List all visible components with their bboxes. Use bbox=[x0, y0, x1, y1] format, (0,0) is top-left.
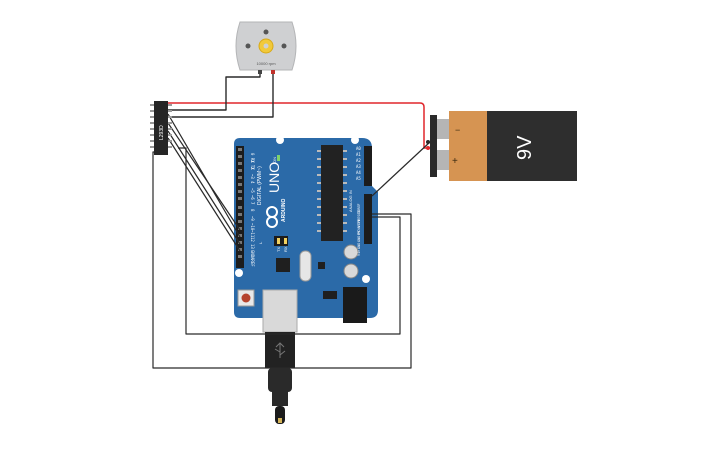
motor-driver-l293d[interactable]: L293D bbox=[150, 101, 172, 155]
digital-pin-labels: 0 RX 1 TX 2 ~3 4 ~5 ~6 7 8 ~9 ~10 ~11 12… bbox=[250, 153, 255, 267]
wire-red-vcc[interactable] bbox=[168, 102, 430, 149]
pin-label: 1 TX bbox=[250, 160, 255, 170]
wire-in2[interactable] bbox=[167, 122, 241, 231]
arduino-logo bbox=[266, 206, 278, 228]
wire-junction bbox=[426, 146, 430, 150]
battery-minus-sign: − bbox=[455, 125, 460, 135]
analog-header[interactable] bbox=[364, 146, 372, 186]
pin-label: A4 bbox=[356, 170, 361, 175]
on-led-label: ON bbox=[272, 157, 277, 163]
pin-label: 4 bbox=[250, 181, 255, 184]
pin-label: AREF bbox=[250, 257, 255, 267]
pin-label: IOREF bbox=[357, 203, 361, 214]
power-header[interactable] bbox=[364, 194, 372, 244]
pin-label: 0 RX bbox=[250, 153, 255, 163]
dc-barrel-jack[interactable] bbox=[343, 287, 367, 323]
analog-pin-labels: A0 A1 A2 A3 A4 A5 bbox=[356, 146, 361, 181]
pin-label: GND bbox=[250, 250, 255, 258]
pin-label: 13 bbox=[250, 244, 255, 249]
arduino-uno-board[interactable]: UNO ARDUINO DIGITAL (PWM~) POWER ANALOG … bbox=[234, 136, 378, 333]
pin-label: ~5 bbox=[250, 188, 255, 193]
digital-header-pins bbox=[238, 148, 242, 258]
mounting-hole bbox=[276, 136, 284, 144]
pin-label: ~10 bbox=[250, 223, 255, 231]
wire-junction bbox=[426, 140, 430, 144]
analog-in-label: ANALOG IN bbox=[348, 190, 353, 212]
pin-label: ~6 bbox=[250, 195, 255, 200]
capacitor bbox=[343, 263, 359, 279]
motor-mount-hole bbox=[281, 43, 287, 49]
l-led-label: L bbox=[258, 241, 263, 244]
mounting-hole bbox=[235, 269, 243, 277]
motor-terminal bbox=[271, 70, 275, 74]
pin-label: GND bbox=[357, 236, 361, 242]
battery-body-orange bbox=[449, 111, 487, 181]
motor-mount-hole bbox=[245, 43, 251, 49]
battery-9v[interactable]: − + 9V bbox=[430, 111, 577, 181]
motor-terminal bbox=[258, 70, 262, 74]
battery-terminal-minus bbox=[437, 119, 449, 139]
pin-label: RESET bbox=[357, 210, 361, 221]
pin-label: 12 bbox=[250, 237, 255, 242]
usb-b-port[interactable] bbox=[262, 289, 298, 333]
pin-label: 7 bbox=[250, 202, 255, 205]
pin-label: ~3 bbox=[250, 174, 255, 179]
usb-icon bbox=[274, 342, 286, 358]
pin-label: A1 bbox=[356, 152, 361, 157]
rx-led bbox=[284, 238, 287, 244]
battery-plus-sign: + bbox=[452, 156, 458, 167]
motor-mount-hole bbox=[263, 29, 269, 35]
icsp-header bbox=[274, 236, 288, 246]
dc-motor[interactable]: 10000 rpm bbox=[235, 21, 297, 74]
capacitor bbox=[343, 244, 359, 260]
pin-label: 5V bbox=[357, 230, 361, 235]
battery-body-black bbox=[487, 111, 577, 181]
wire-motor-b[interactable] bbox=[168, 72, 274, 118]
battery-snap bbox=[430, 115, 437, 177]
wire-gnd-loop-inner[interactable] bbox=[178, 147, 401, 335]
rx-led-label: RX bbox=[283, 246, 288, 252]
usb-controller-chip bbox=[276, 258, 290, 272]
board-model-label: UNO bbox=[266, 162, 282, 193]
pin-label: ~11 bbox=[250, 230, 255, 238]
battery-terminal-plus bbox=[437, 150, 449, 170]
pin-label: A5 bbox=[356, 176, 361, 181]
tx-led bbox=[277, 238, 280, 244]
power-pin-labels: IOREF RESET 3.3V 5V GND GND Vin bbox=[357, 203, 361, 256]
pin-label: A2 bbox=[356, 158, 361, 163]
pin-label: 2 bbox=[250, 167, 255, 170]
crystal-oscillator bbox=[299, 250, 312, 282]
pin-label: GND bbox=[357, 243, 361, 249]
pin-label: Vin bbox=[357, 250, 361, 256]
wire-motor-a[interactable] bbox=[168, 72, 261, 111]
pin-label: 8 bbox=[250, 209, 255, 212]
board-brand-label: ARDUINO bbox=[281, 199, 287, 222]
driver-label: L293D bbox=[159, 125, 165, 140]
power-label: POWER bbox=[356, 220, 361, 235]
wire-battery-gnd[interactable] bbox=[371, 141, 431, 197]
mounting-hole bbox=[362, 275, 370, 283]
wire-en[interactable] bbox=[167, 130, 241, 245]
chip-pins bbox=[317, 150, 347, 232]
battery-voltage-label: 9V bbox=[514, 135, 536, 160]
motor-rpm-label: 10000 rpm bbox=[256, 61, 276, 66]
wire-gnd-sig[interactable] bbox=[167, 137, 241, 252]
atmega-chip bbox=[321, 145, 343, 241]
pin-label: ~9 bbox=[250, 216, 255, 221]
on-led bbox=[277, 155, 280, 161]
pin-label: 3.3V bbox=[357, 219, 361, 228]
tx-led-label: TX bbox=[276, 247, 281, 252]
driver-pins bbox=[150, 104, 172, 148]
reset-button-cap[interactable] bbox=[241, 293, 251, 303]
mounting-hole bbox=[351, 136, 359, 144]
pin-label: A3 bbox=[356, 164, 361, 169]
small-ic bbox=[318, 262, 325, 269]
pin-label: A0 bbox=[356, 146, 361, 151]
digital-pwm-label: DIGITAL (PWM~) bbox=[257, 166, 263, 205]
voltage-regulator bbox=[323, 291, 337, 299]
wires bbox=[152, 72, 431, 369]
